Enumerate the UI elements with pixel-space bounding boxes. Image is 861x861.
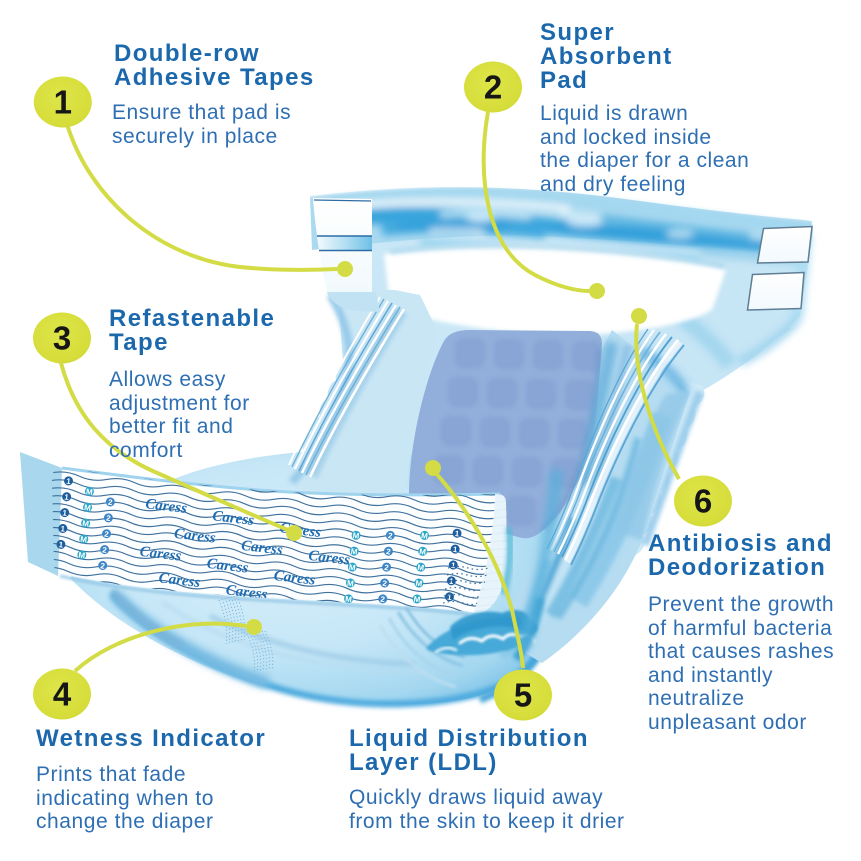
svg-text:M: M — [352, 531, 360, 541]
svg-text:6: 6 — [694, 483, 712, 520]
svg-text:M: M — [417, 563, 425, 573]
svg-text:1: 1 — [454, 529, 460, 539]
svg-text:2: 2 — [104, 529, 110, 539]
svg-text:M: M — [84, 503, 92, 513]
svg-text:2: 2 — [382, 579, 388, 589]
svg-text:2: 2 — [108, 498, 114, 508]
svg-text:1: 1 — [66, 477, 72, 487]
svg-text:2: 2 — [102, 545, 108, 555]
svg-text:Caress: Caress — [212, 508, 255, 529]
svg-text:M: M — [413, 595, 421, 605]
svg-text:Caress: Caress — [240, 538, 283, 559]
svg-text:2: 2 — [380, 595, 386, 605]
svg-text:M: M — [415, 579, 423, 589]
svg-text:2: 2 — [388, 531, 394, 541]
svg-text:1: 1 — [58, 540, 64, 550]
svg-text:M: M — [86, 487, 94, 497]
svg-text:1: 1 — [60, 524, 66, 534]
svg-text:1: 1 — [449, 577, 455, 587]
svg-text:4: 4 — [53, 676, 72, 713]
svg-text:2: 2 — [384, 563, 390, 573]
svg-text:Caress: Caress — [158, 570, 201, 591]
svg-text:Caress: Caress — [273, 568, 316, 589]
svg-text:5: 5 — [514, 677, 532, 714]
svg-text:1: 1 — [450, 561, 456, 571]
svg-text:2: 2 — [484, 69, 502, 106]
svg-text:Caress: Caress — [308, 548, 351, 569]
svg-text:1: 1 — [64, 493, 70, 503]
svg-text:1: 1 — [62, 508, 68, 518]
svg-text:1: 1 — [447, 593, 453, 603]
svg-text:M: M — [347, 579, 355, 589]
svg-text:Caress: Caress — [145, 496, 188, 517]
svg-text:Caress: Caress — [139, 544, 182, 565]
svg-text:M: M — [348, 563, 356, 573]
svg-text:M: M — [82, 519, 90, 529]
svg-text:M: M — [345, 594, 353, 604]
svg-text:2: 2 — [106, 514, 112, 524]
svg-text:M: M — [80, 535, 88, 545]
svg-text:1: 1 — [54, 84, 72, 121]
svg-text:Caress: Caress — [173, 526, 216, 547]
svg-text:M: M — [419, 547, 427, 557]
svg-text:2: 2 — [100, 561, 106, 571]
svg-text:1: 1 — [452, 545, 458, 555]
svg-text:M: M — [350, 547, 358, 557]
svg-text:M: M — [78, 551, 86, 561]
svg-text:3: 3 — [53, 320, 71, 357]
svg-text:Caress: Caress — [206, 556, 249, 577]
svg-text:2: 2 — [386, 547, 392, 557]
svg-text:M: M — [421, 531, 429, 541]
